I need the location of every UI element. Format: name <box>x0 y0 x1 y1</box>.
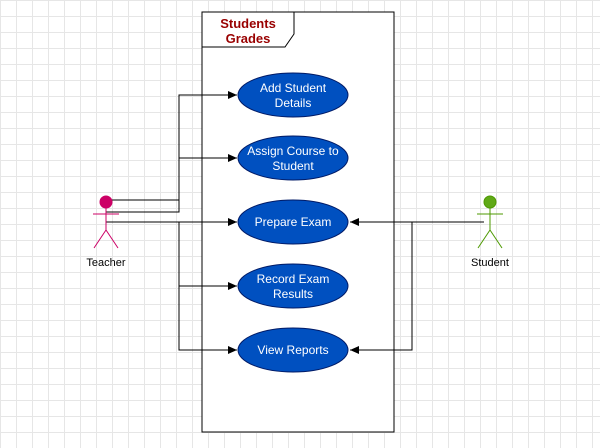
connectors <box>106 91 484 354</box>
actor-student[interactable] <box>477 195 503 249</box>
use-case-record-exam-results[interactable]: Record Exam Results <box>237 263 349 309</box>
connector-teacher-add-student <box>106 91 237 201</box>
actor-student-label: Student <box>471 257 509 269</box>
use-case-label: Details <box>275 96 312 110</box>
use-case-label: View Reports <box>257 343 328 357</box>
use-case-label: Record Exam <box>257 272 330 286</box>
frame-title-line1: Students <box>220 16 276 31</box>
actor-right-leg <box>105 229 119 249</box>
actor-head <box>99 195 113 209</box>
connector-teacher-view-reports <box>178 286 237 354</box>
use-case-label: Assign Course to <box>247 144 339 158</box>
use-case-view-reports[interactable]: View Reports <box>237 327 349 373</box>
use-case-prepare-exam[interactable]: Prepare Exam <box>237 199 349 245</box>
use-case-label: Prepare Exam <box>255 215 332 229</box>
actor-teacher-label: Teacher <box>86 257 125 269</box>
actor-right-leg <box>489 229 503 249</box>
use-case-label: Student <box>272 159 314 173</box>
actor-head <box>483 195 497 209</box>
actor-left-leg <box>93 229 107 249</box>
actor-teacher[interactable] <box>93 195 119 249</box>
frame-title-line2: Grades <box>226 31 271 46</box>
frame-title-tab <box>202 11 295 48</box>
use-case-label: Add Student <box>260 81 327 95</box>
use-case-assign-course[interactable]: Assign Course to Student <box>237 135 349 181</box>
actor-left-leg <box>477 229 491 249</box>
use-case-label: Results <box>273 287 313 301</box>
connector-student-view-reports <box>350 222 413 354</box>
connector-teacher-assign-course <box>106 154 237 213</box>
use-case-add-student-details[interactable]: Add Student Details <box>237 72 349 118</box>
